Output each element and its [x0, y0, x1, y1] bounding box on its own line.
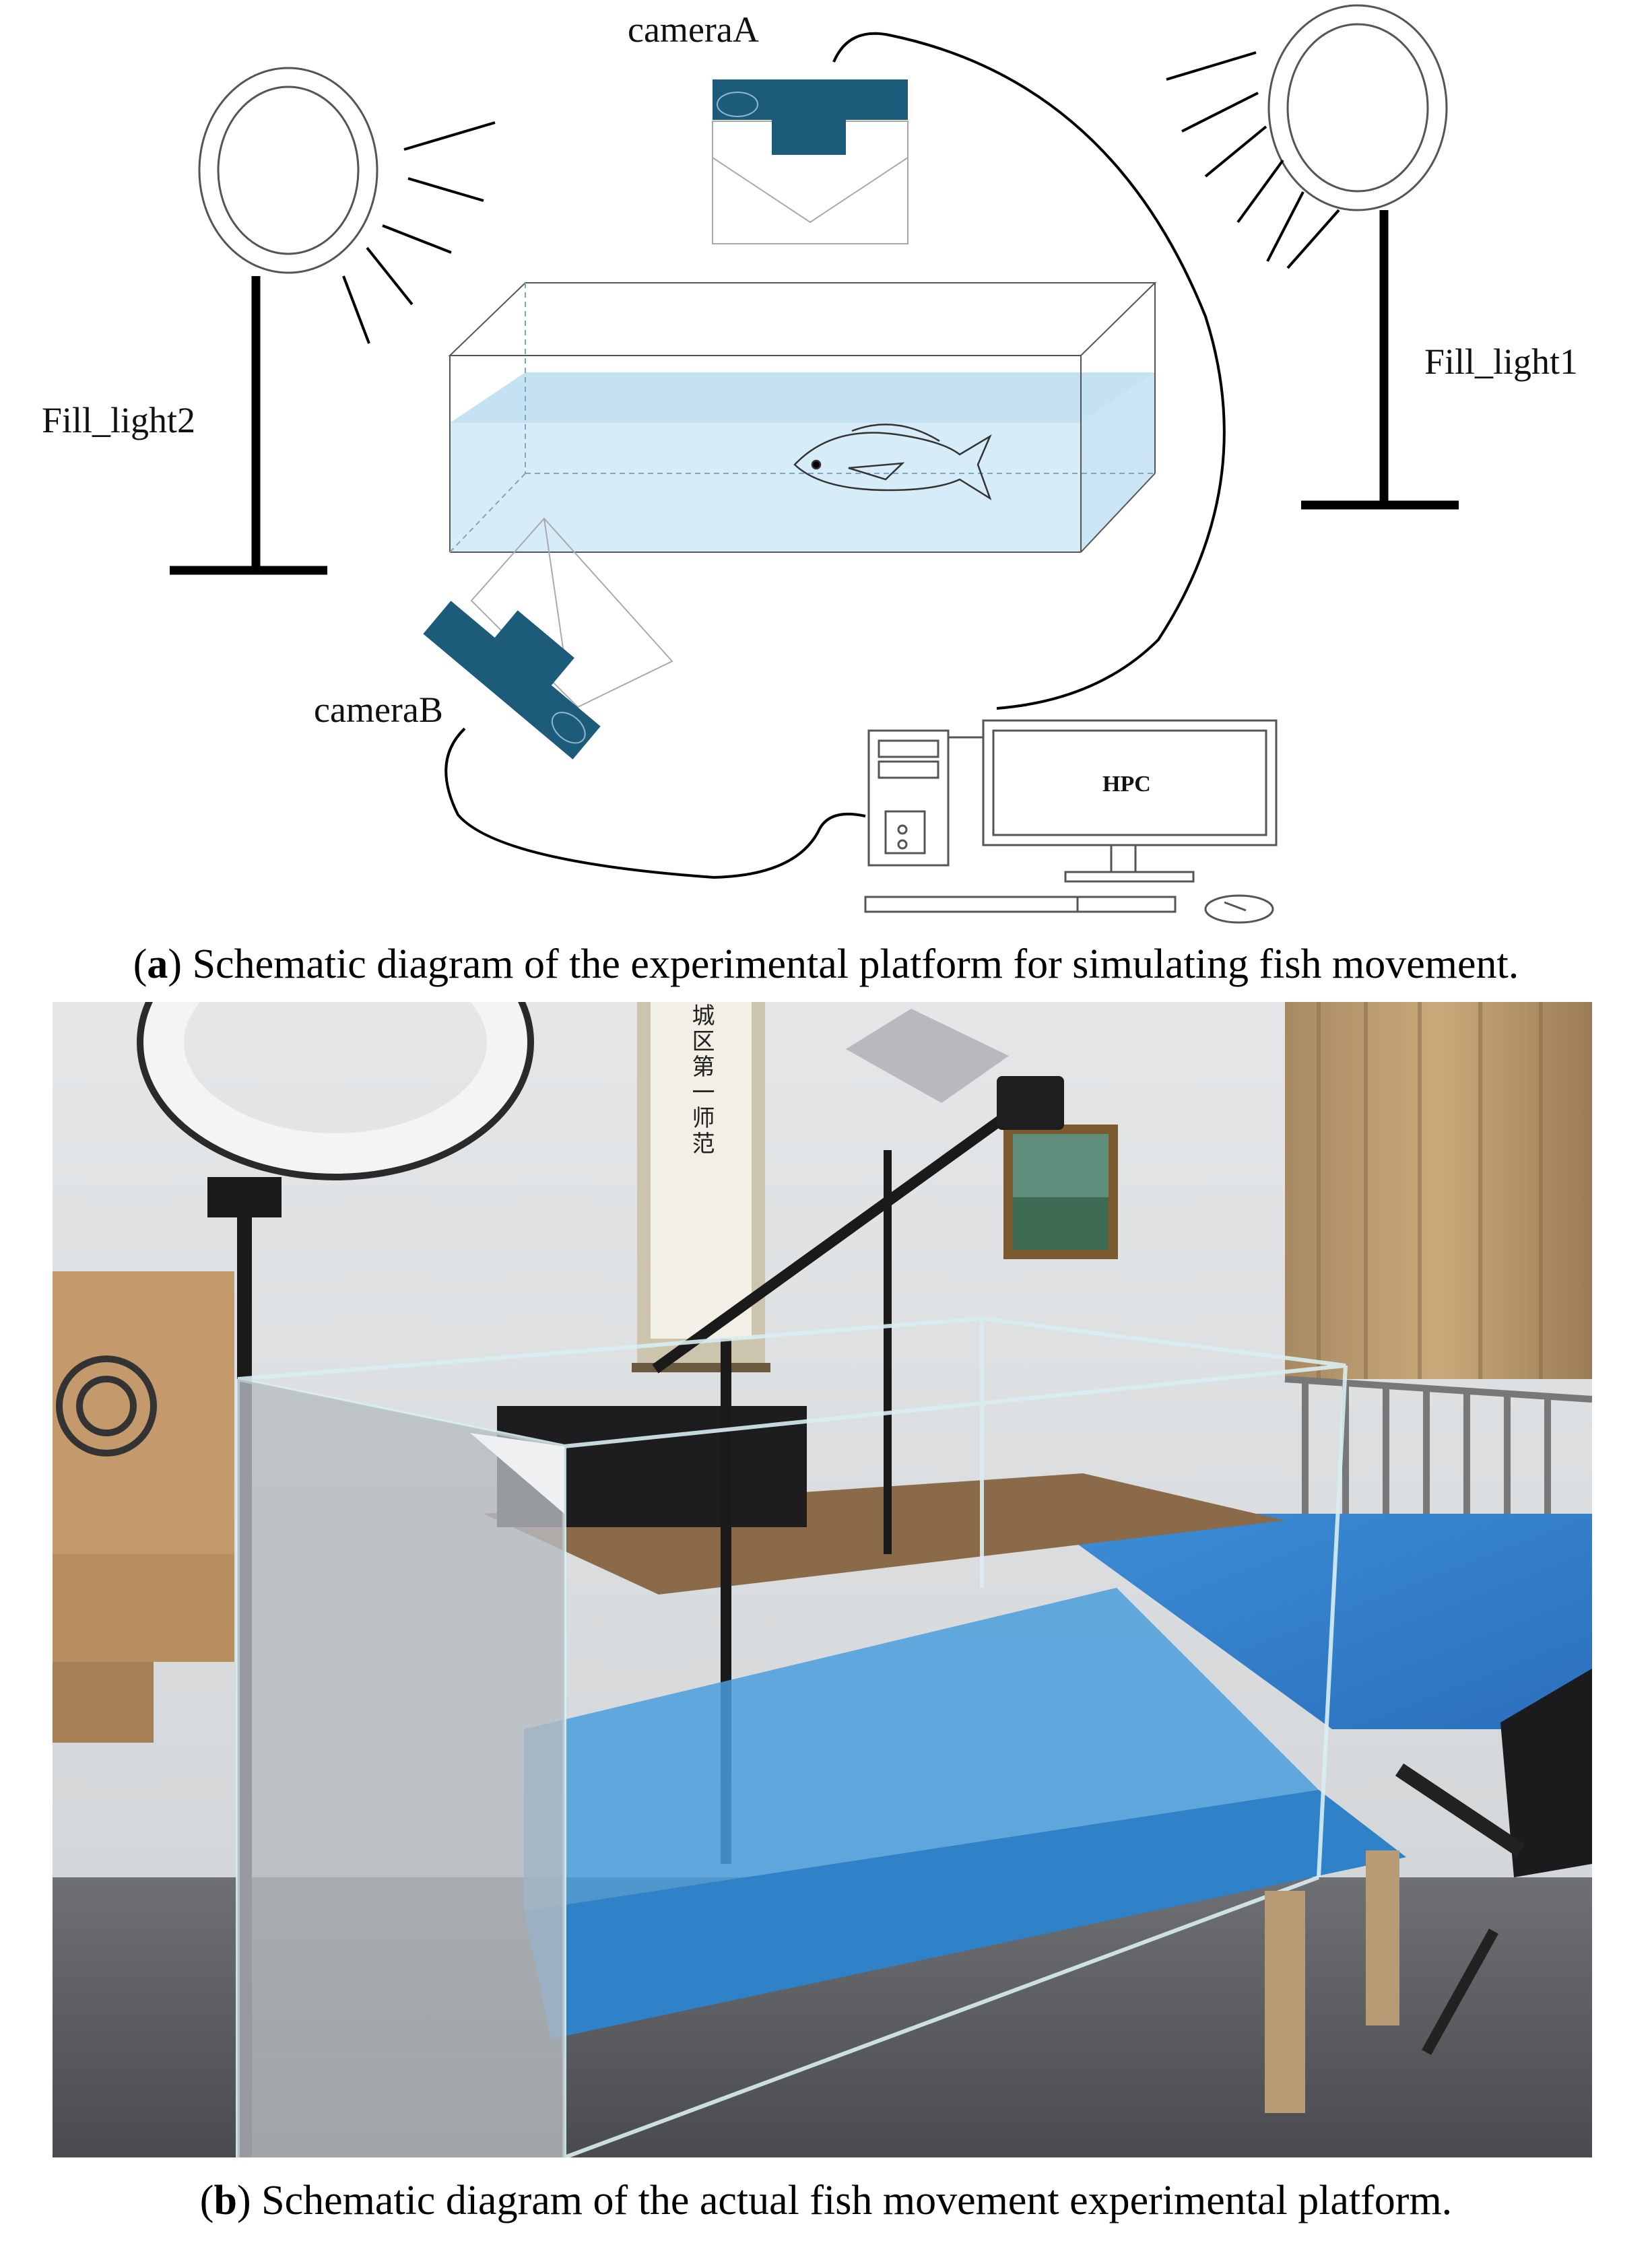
fish-eye: [811, 459, 822, 470]
caption-a: (a) Schematic diagram of the experimenta…: [133, 941, 1519, 987]
camera-b-body: [423, 601, 601, 760]
water-surface: [450, 372, 1155, 423]
camera-b-label: cameraB: [314, 690, 443, 730]
caption-a-letter: a: [147, 941, 168, 987]
hpc-mouse: [1204, 894, 1274, 924]
fish-body: [793, 432, 992, 500]
calligraphy-scroll: 北京市西城区第一师范: [632, 1002, 770, 1372]
hpc-label: HPC: [1102, 772, 1151, 797]
ring-light-2-outer: [198, 67, 378, 274]
camera-a-mount: [772, 119, 846, 155]
fill-light-2: [170, 67, 496, 575]
tank-hidden-edges: [449, 283, 1155, 553]
light-rays-2: [342, 121, 496, 344]
fill-light-1-label: Fill_light1: [1424, 341, 1578, 382]
cable-camera-a-to-hpc: [832, 32, 1226, 710]
fish: [793, 424, 992, 500]
office-chair: [1395, 1669, 1592, 2055]
lab-photo: 北京市西城区第一师范: [53, 1002, 1592, 2157]
caption-b-letter: b: [213, 2178, 237, 2223]
railing: [1284, 1376, 1592, 1514]
hpc-tower: [867, 729, 950, 867]
light-rays-1: [1166, 51, 1340, 269]
cable-camera-b-to-hpc: [444, 727, 866, 879]
ring-light-1-outer: [1267, 4, 1448, 211]
water-front-face: [450, 423, 1081, 552]
wall-painting: [1003, 1125, 1118, 1259]
curtain: [1285, 1002, 1592, 1379]
fill-light-2-label: Fill_light2: [42, 400, 195, 440]
tank-bottom: [524, 1790, 1406, 2039]
cardboard-boxes: [53, 1271, 234, 1743]
camera-a-label: cameraA: [628, 9, 759, 50]
camera-b: [423, 517, 673, 760]
table-legs: [1265, 1850, 1399, 2113]
camera-a: [712, 79, 908, 244]
hpc-computer: [864, 719, 1278, 924]
caption-b-text: Schematic diagram of the actual fish mov…: [251, 2178, 1453, 2223]
caption-b: (b) Schematic diagram of the actual fish…: [199, 2178, 1453, 2223]
calligraphy-text: 北京市西城区第一师范: [688, 1002, 715, 1157]
camera-a-lens: [717, 92, 758, 117]
camera-b-lens: [551, 712, 586, 744]
tank-floor-blue: [524, 1588, 1319, 1911]
caption-a-text: Schematic diagram of the experimental pl…: [182, 941, 1519, 987]
camera-a-body: [713, 79, 908, 120]
tank-edges: [448, 282, 1157, 553]
schematic-diagram: Fill_light2 Fill_light1 cameraA: [42, 4, 1578, 924]
aquarium-tank: [448, 282, 1157, 553]
fill-light-1: [1166, 4, 1459, 510]
water-right-face: [1081, 372, 1155, 552]
frosted-film: [238, 1379, 564, 2157]
blue-pool: [1036, 1514, 1592, 1729]
camera-a-view-cone: [712, 157, 908, 224]
hpc-keyboard: [864, 896, 1177, 913]
camera-b-mount: [493, 610, 574, 687]
ring-light-1-inner: [1286, 23, 1429, 193]
ring-light-2-inner: [217, 86, 360, 255]
fish-pectoral-fin: [848, 462, 905, 481]
fish-dorsal-fin: [851, 424, 940, 442]
aquarium-photo: [236, 1316, 1406, 2157]
